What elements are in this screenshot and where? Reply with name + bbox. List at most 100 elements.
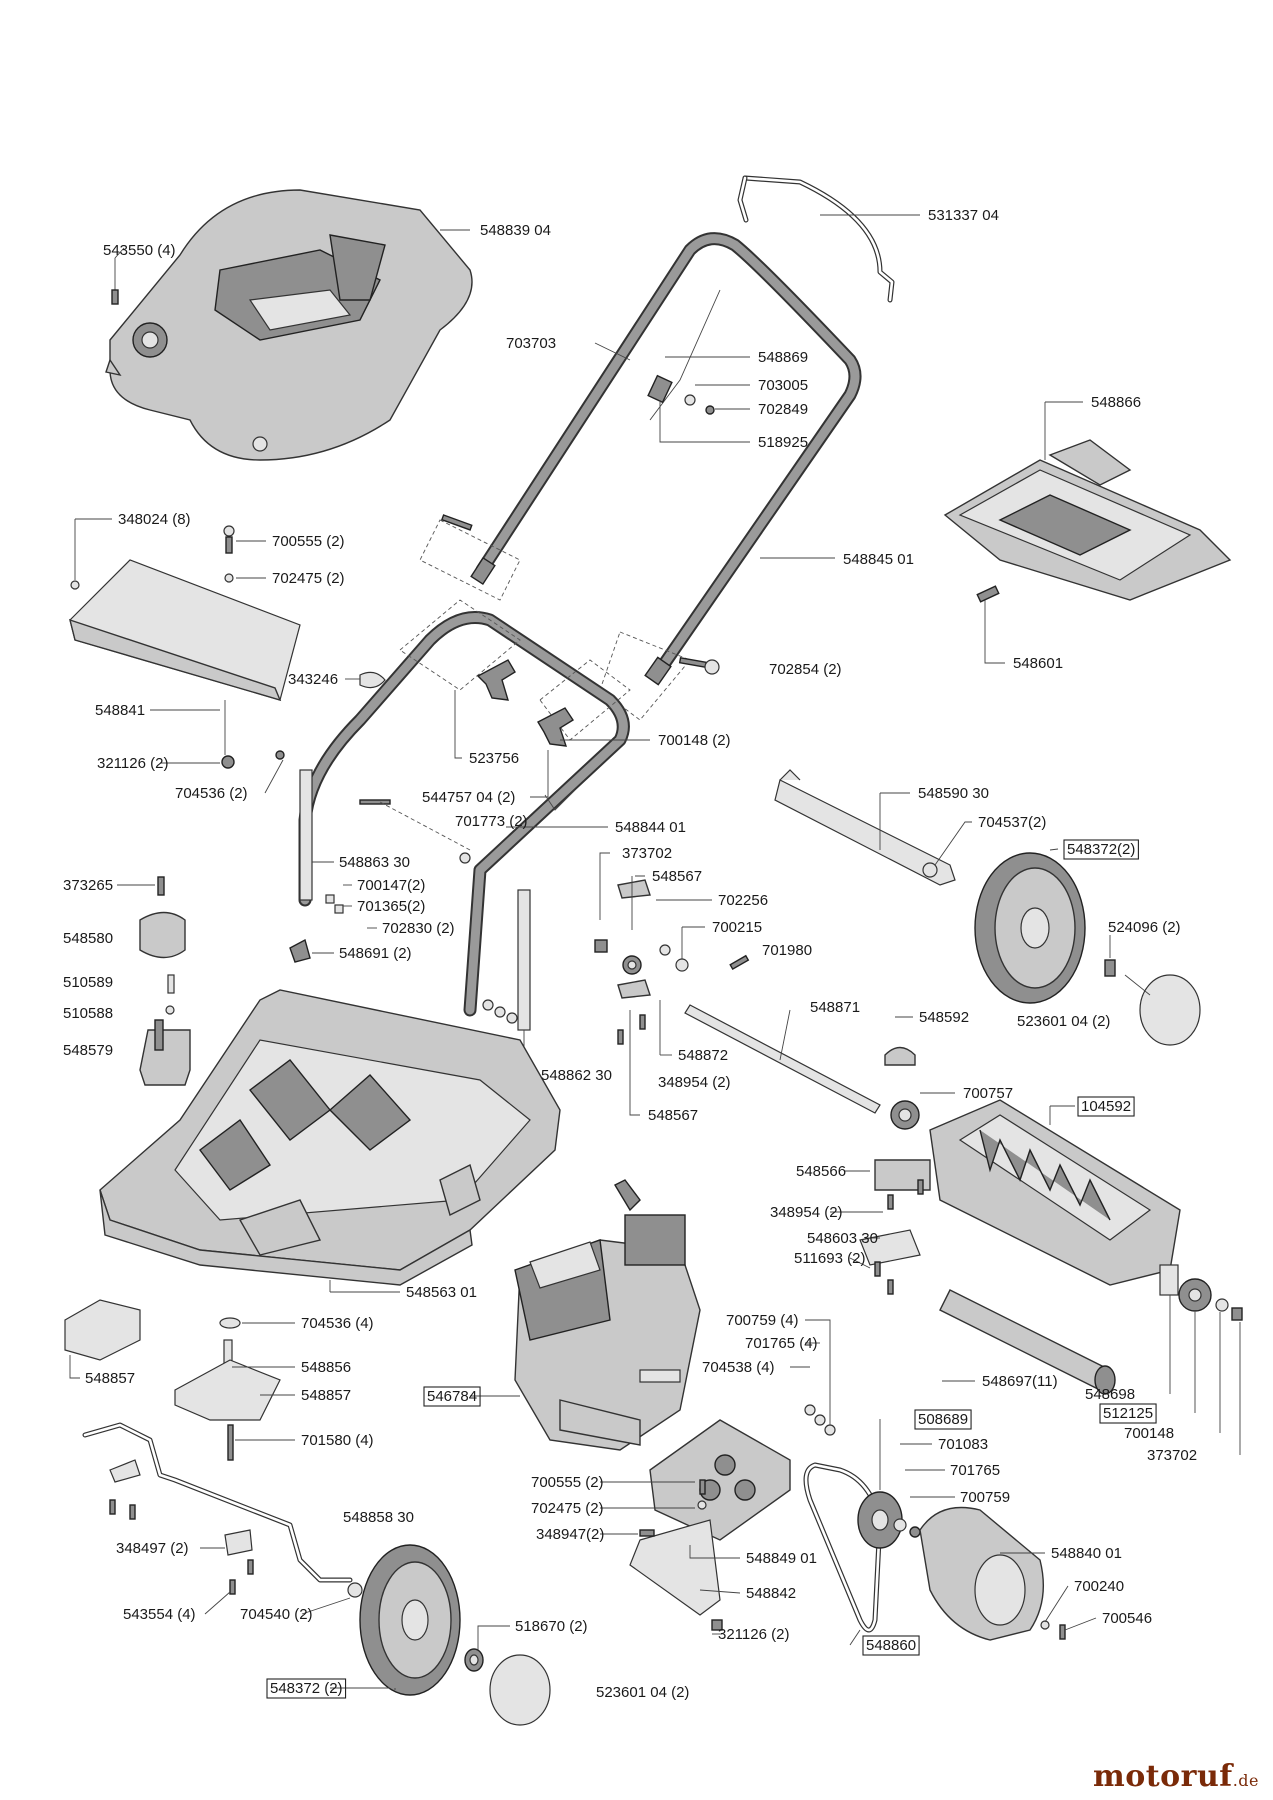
part-label: 348024 (8)	[118, 511, 191, 528]
part-label: 373702	[622, 845, 672, 862]
part-label: 548856	[301, 1359, 351, 1376]
pulley-cover	[919, 1506, 1045, 1641]
part-label: 548863 30	[339, 854, 410, 871]
part-label: 548871	[810, 999, 860, 1016]
part-label: 548691 (2)	[339, 945, 412, 962]
main-deck-housing	[99, 989, 561, 1286]
part-label: 700240	[1074, 1578, 1124, 1595]
part-label: 543550 (4)	[103, 242, 176, 259]
part-label: 704536 (4)	[301, 1315, 374, 1332]
rear-flap	[69, 559, 301, 702]
part-label: 548860	[866, 1637, 916, 1654]
drive-shaft	[684, 1004, 881, 1114]
part-label: 702854 (2)	[769, 661, 842, 678]
part-label: 701773 (2)	[455, 813, 528, 830]
part-label: 700555 (2)	[272, 533, 345, 550]
part-label: 704536 (2)	[175, 785, 248, 802]
part-label: 548590 30	[918, 785, 989, 802]
part-label: 701580 (4)	[301, 1432, 374, 1449]
part-label: 518670 (2)	[515, 1618, 588, 1635]
part-label: 548857	[301, 1387, 351, 1404]
scarifier-roller	[929, 1099, 1181, 1286]
part-label: 523601 04 (2)	[596, 1684, 689, 1701]
part-label: 548857	[85, 1370, 135, 1387]
part-label: 700215	[712, 919, 762, 936]
lower-roller	[939, 1289, 1116, 1395]
part-label: 702849	[758, 401, 808, 418]
part-label: 548698	[1085, 1386, 1135, 1403]
part-label: 544757 04 (2)	[422, 789, 515, 806]
part-label-box	[1077, 1096, 1135, 1117]
part-label-box	[423, 1386, 481, 1407]
part-label: 548869	[758, 349, 808, 366]
part-label-box	[1099, 1403, 1157, 1424]
part-label: 510589	[63, 974, 113, 991]
part-label: 548866	[1091, 394, 1141, 411]
part-label: 104592	[1081, 1098, 1131, 1115]
part-label: 548566	[796, 1163, 846, 1180]
rear-wheel-right	[974, 852, 1086, 1004]
part-label: 548839 04	[480, 222, 551, 239]
grass-collector-lid	[943, 439, 1232, 603]
belt-guard	[629, 1419, 791, 1616]
part-label: 700147(2)	[357, 877, 425, 894]
part-label-box	[914, 1409, 972, 1430]
part-label: 548567	[652, 868, 702, 885]
part-label: 701083	[938, 1436, 988, 1453]
part-label: 548563 01	[406, 1284, 477, 1301]
part-label: 348497 (2)	[116, 1540, 189, 1557]
part-label-box	[266, 1678, 347, 1699]
part-label: 348947(2)	[536, 1526, 604, 1543]
part-label: 548567	[648, 1107, 698, 1124]
part-label: 548844 01	[615, 819, 686, 836]
part-label: 548862 30	[541, 1067, 612, 1084]
part-label: 523601 04 (2)	[1017, 1013, 1110, 1030]
part-label: 511693 (2)	[794, 1250, 865, 1267]
part-label: 701980	[762, 942, 812, 959]
part-label: 348954 (2)	[770, 1204, 843, 1221]
part-label: 321126 (2)	[718, 1626, 789, 1643]
part-label: 700759 (4)	[726, 1312, 799, 1329]
part-label: 704540 (2)	[240, 1606, 313, 1623]
upper-handle-tube	[470, 232, 862, 686]
brand-logo: motoruf.de	[1093, 1759, 1259, 1794]
part-label: 548601	[1013, 655, 1063, 672]
rear-axle-bar	[774, 769, 956, 886]
part-label: 700148	[1124, 1425, 1174, 1442]
engine	[514, 1179, 701, 1451]
part-label: 700759	[960, 1489, 1010, 1506]
part-label: 548849 01	[746, 1550, 817, 1567]
part-label: 548592	[919, 1009, 969, 1026]
part-label: 700757	[963, 1085, 1013, 1102]
part-label: 548697(11)	[982, 1373, 1058, 1390]
part-label: 348954 (2)	[658, 1074, 731, 1091]
part-label: 704538 (4)	[702, 1359, 775, 1376]
part-label-box	[1063, 839, 1139, 860]
part-label: 548580	[63, 930, 113, 947]
part-label: 512125	[1103, 1405, 1153, 1422]
part-label: 702830 (2)	[382, 920, 455, 937]
part-label: 548603 30	[807, 1230, 878, 1247]
part-label: 373265	[63, 877, 113, 894]
part-label: 373702	[1147, 1447, 1197, 1464]
part-label: 703005	[758, 377, 808, 394]
part-label: 702256	[718, 892, 768, 909]
part-label: 343246	[288, 671, 338, 688]
part-label: 700546	[1102, 1610, 1152, 1627]
part-label: 548840 01	[1051, 1545, 1122, 1562]
part-label: 548579	[63, 1042, 113, 1059]
lower-handle-tube	[298, 611, 630, 1017]
brand-tld: .de	[1232, 1771, 1259, 1790]
part-label: 548372 (2)	[270, 1680, 343, 1697]
part-label: 524096 (2)	[1108, 919, 1181, 936]
part-label: 548841	[95, 702, 145, 719]
part-label: 523756	[469, 750, 519, 767]
part-label: 510588	[63, 1005, 113, 1022]
part-label: 543554 (4)	[123, 1606, 196, 1623]
part-label: 548842	[746, 1585, 796, 1602]
upper-handle-bar	[737, 175, 895, 303]
part-label: 700555 (2)	[531, 1474, 604, 1491]
brand-name: motoruf	[1093, 1759, 1233, 1794]
